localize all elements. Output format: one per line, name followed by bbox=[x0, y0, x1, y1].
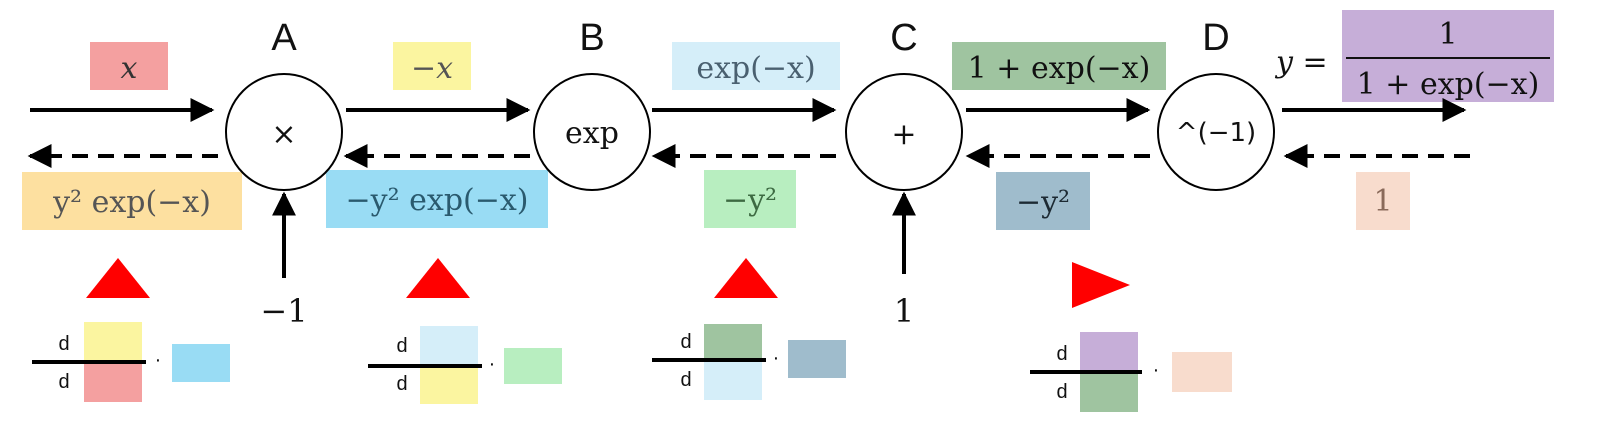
deriv-c-d-bottom: d bbox=[680, 369, 691, 391]
node-c-op: + bbox=[891, 117, 916, 152]
fwd-ab-box bbox=[393, 42, 471, 90]
deriv-a-grad bbox=[172, 344, 230, 382]
fwd-cd-label: 1 + exp(−x) bbox=[968, 51, 1151, 86]
node-b-op: exp bbox=[565, 116, 619, 151]
node-d-label: D bbox=[1202, 17, 1229, 59]
deriv-b-top bbox=[420, 326, 478, 366]
fwd-bc-label: exp(−x) bbox=[696, 51, 815, 86]
node-c-label: C bbox=[890, 17, 917, 59]
deriv-a-d-top: d bbox=[58, 333, 69, 355]
deriv-c-dot: · bbox=[773, 347, 780, 369]
deriv-b-bottom bbox=[420, 366, 478, 404]
fwd-bc-box bbox=[672, 42, 840, 90]
bwd-in-label: y² exp(−x) bbox=[52, 185, 211, 220]
deriv-a-d-bottom: d bbox=[58, 371, 69, 393]
out-numerator: 1 bbox=[1438, 17, 1457, 52]
node-b bbox=[533, 73, 651, 191]
node-c bbox=[845, 73, 963, 191]
deriv-d-grad bbox=[1172, 352, 1232, 392]
deriv-a-dot: · bbox=[155, 349, 162, 371]
node-b-label: B bbox=[579, 17, 604, 59]
bwd-out-box bbox=[1356, 172, 1410, 230]
deriv-d-d-top: d bbox=[1056, 343, 1067, 365]
deriv-c-d-top: d bbox=[680, 331, 691, 353]
node-a-op: × bbox=[271, 117, 296, 152]
bwd-ba-label: −y² exp(−x) bbox=[346, 183, 529, 218]
deriv-d-bottom bbox=[1080, 372, 1138, 412]
deriv-b-d-top: d bbox=[396, 335, 407, 357]
bwd-cb-label: −y² bbox=[723, 183, 777, 218]
bwd-in-box bbox=[22, 172, 242, 230]
node-a-label: A bbox=[271, 17, 297, 59]
deriv-d-d-bottom: d bbox=[1056, 381, 1067, 403]
side-input-c: 1 bbox=[894, 292, 914, 330]
fwd-cd-box bbox=[952, 42, 1166, 90]
out-frac-box bbox=[1342, 10, 1554, 102]
deriv-b-dot: · bbox=[489, 353, 496, 375]
fwd-in-box bbox=[90, 42, 168, 90]
bwd-ba-box bbox=[326, 170, 548, 228]
deriv-c-top bbox=[704, 324, 762, 360]
out-lhs: y = bbox=[1274, 45, 1328, 80]
bwd-cb-box bbox=[704, 170, 796, 228]
node-a bbox=[225, 73, 343, 191]
bwd-dc-box bbox=[996, 172, 1090, 230]
fwd-ab-label: −x bbox=[411, 51, 453, 86]
bwd-out-label: 1 bbox=[1373, 184, 1392, 219]
deriv-a-top bbox=[84, 322, 142, 362]
side-input-a: −1 bbox=[260, 292, 307, 330]
deriv-b-d-bottom: d bbox=[396, 373, 407, 395]
marker-triangle-a bbox=[86, 258, 150, 298]
fwd-in-label: x bbox=[121, 51, 138, 86]
deriv-c-bottom bbox=[704, 360, 762, 400]
deriv-b-grad bbox=[504, 348, 562, 384]
marker-triangle-c bbox=[714, 258, 778, 298]
bwd-dc-label: −y² bbox=[1016, 185, 1070, 220]
node-d-op: ^(−1) bbox=[1176, 118, 1256, 148]
node-d bbox=[1157, 73, 1275, 191]
out-denominator: 1 + exp(−x) bbox=[1357, 67, 1540, 102]
marker-triangle-d bbox=[1072, 262, 1130, 308]
deriv-c-grad bbox=[788, 340, 846, 378]
deriv-d-dot: · bbox=[1153, 359, 1160, 381]
deriv-a-bottom bbox=[84, 362, 142, 402]
marker-triangle-b bbox=[406, 258, 470, 298]
deriv-d-top bbox=[1080, 332, 1138, 372]
